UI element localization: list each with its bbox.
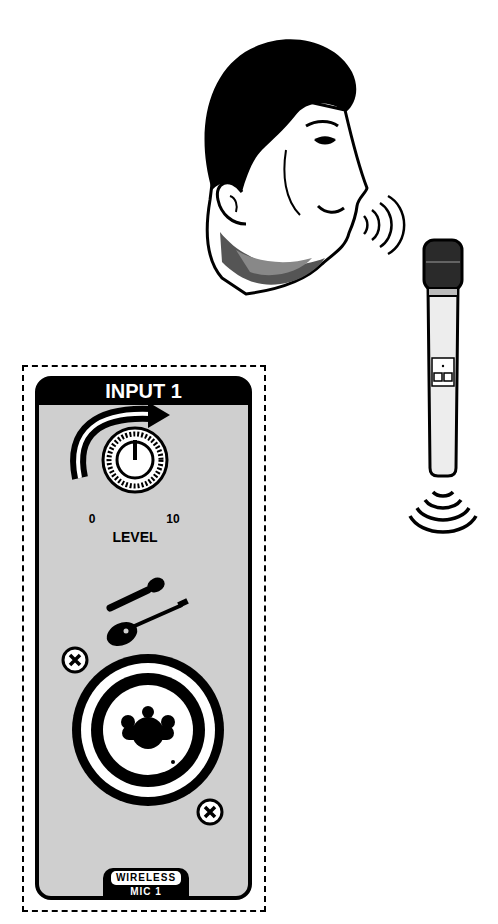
knob-label: LEVEL: [112, 529, 157, 545]
scale-number: 0: [89, 512, 96, 526]
radio-waves: [410, 492, 476, 532]
badge-subtitle: MIC 1: [111, 885, 181, 898]
panel-title: INPUT 1: [37, 378, 250, 405]
wireless-badge: WIRELESSMIC 1: [103, 868, 189, 900]
badge-title: WIRELESS: [111, 871, 181, 885]
speaker-head: [205, 39, 367, 294]
sound-waves: [364, 196, 404, 254]
screw: [63, 648, 222, 824]
mic-guitar-icon: [103, 575, 189, 651]
input-panel: WIRELESSMIC 1 INPUT 1: [22, 365, 266, 912]
scale-number: 10: [166, 512, 179, 526]
combo-jack: [72, 654, 224, 806]
wireless-microphone: [424, 240, 462, 476]
input-panel-face: [37, 378, 250, 898]
